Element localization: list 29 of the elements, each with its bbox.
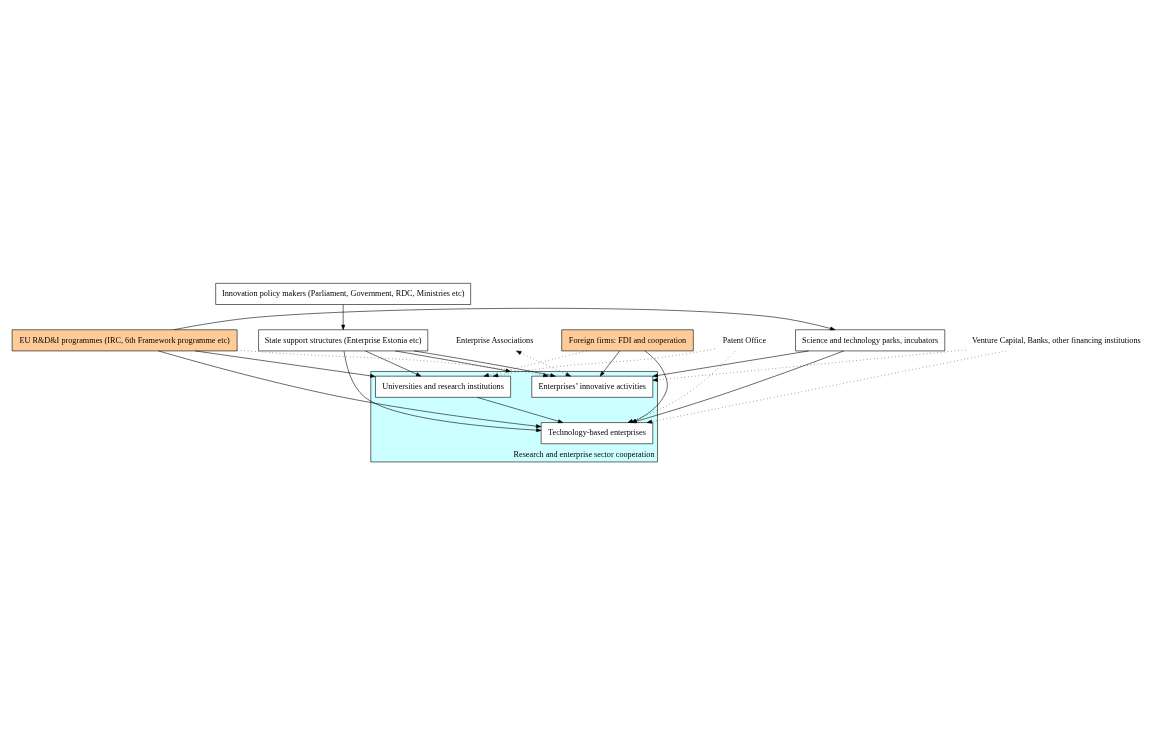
arrow <box>631 350 668 423</box>
node-box: EU R&D&I programmes (IRC, 6th Framework programme etc) <box>11 328 238 351</box>
arrow <box>627 350 736 423</box>
node-box: Enterprises’ innovative activities <box>531 375 654 398</box>
arrow <box>646 350 1007 424</box>
node-box: Foreign firms: FDI and cooperation <box>561 328 694 351</box>
arrow <box>599 350 620 376</box>
node-text: Venture Capital, Banks, other financing institutions <box>972 335 1141 345</box>
arrow <box>492 347 715 377</box>
node-box: Universities and research institutions <box>375 375 511 398</box>
node-text: Enterprise Associations <box>456 335 534 345</box>
node-text: Patent Office <box>722 335 767 345</box>
arrow <box>652 350 809 377</box>
arrow <box>343 350 542 432</box>
arrow <box>158 350 542 428</box>
arrow <box>236 349 549 377</box>
arrow <box>631 350 845 423</box>
arrow <box>652 349 967 382</box>
arrow <box>476 396 564 423</box>
arrow <box>516 350 571 376</box>
arrow <box>413 350 556 377</box>
arrow <box>365 350 422 376</box>
arrow <box>173 307 836 330</box>
node-box: Innovation policy makers (Parliament, Government, RDC, Ministries etc) <box>215 282 471 305</box>
node-box: State support structures (Enterprise Estonia etc) <box>258 328 429 351</box>
arrow <box>194 350 376 378</box>
arrow <box>341 303 346 330</box>
arrow <box>483 350 587 377</box>
arrow <box>394 350 511 372</box>
